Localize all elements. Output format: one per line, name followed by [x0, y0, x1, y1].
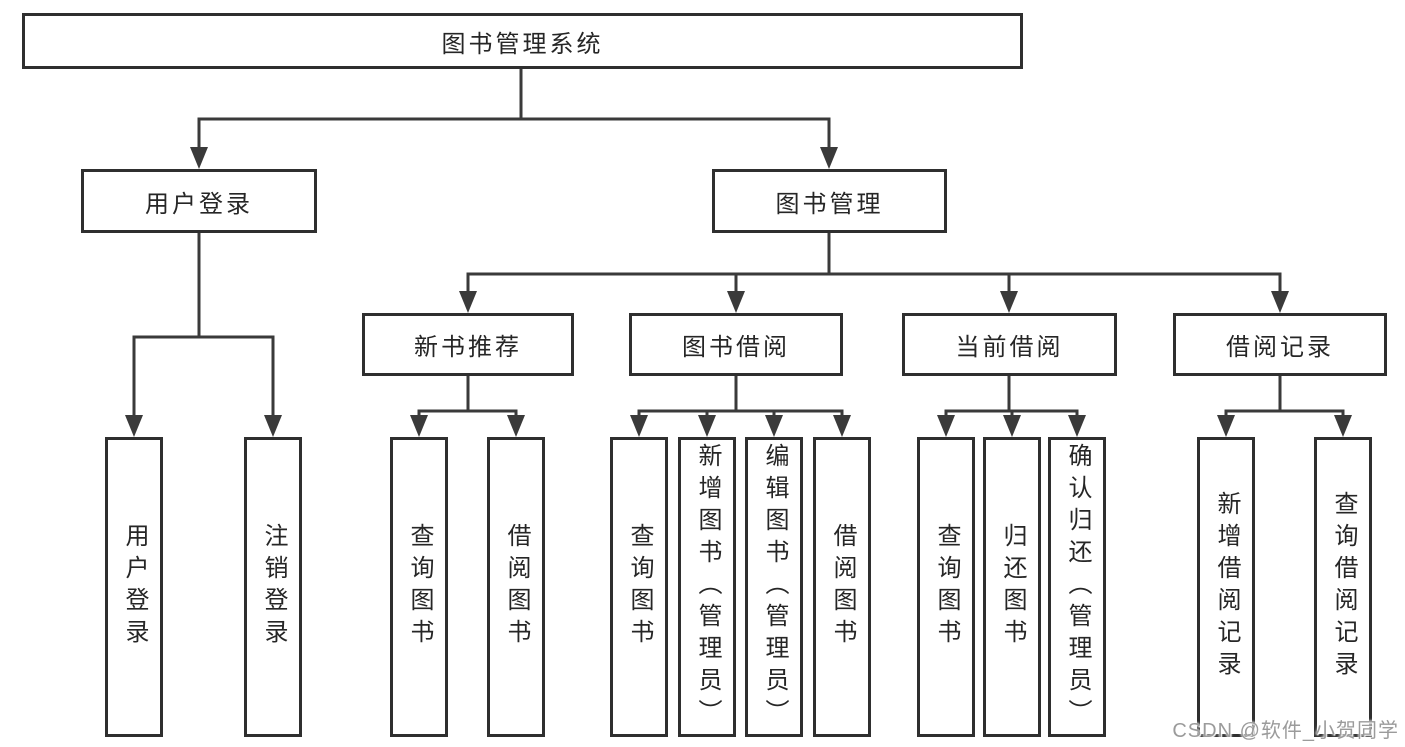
leaf-br-query-record: 查询借阅记录 — [1314, 437, 1372, 737]
leaf-bb-borrow-books: 借阅图书 — [813, 437, 871, 737]
leaf-label: 注销登录 — [260, 523, 287, 651]
node-user-login: 用户登录 — [81, 169, 317, 233]
node-borrowing-records: 借阅记录 — [1173, 313, 1387, 376]
node-new-book-recommend: 新书推荐 — [362, 313, 574, 376]
leaf-label: 借阅图书 — [829, 523, 856, 651]
leaf-bb-query-books: 查询图书 — [610, 437, 668, 737]
leaf-cb-query-books: 查询图书 — [917, 437, 975, 737]
leaf-user-login: 用户登录 — [105, 437, 163, 737]
node-book-management: 图书管理 — [712, 169, 947, 233]
node-current-borrowing: 当前借阅 — [902, 313, 1117, 376]
leaf-label: 查询图书 — [406, 523, 433, 651]
node-label: 图书管理 — [775, 190, 884, 218]
leaf-nbr-query-books: 查询图书 — [390, 437, 448, 737]
leaf-br-add-record: 新增借阅记录 — [1197, 437, 1255, 737]
arrowheads — [125, 147, 1352, 437]
node-label: 当前借阅 — [955, 334, 1064, 361]
csdn-watermark: CSDN @软件_小贺同学 — [1172, 720, 1399, 742]
leaf-bb-edit-books-admin: 编辑图书（管理员） — [745, 437, 803, 737]
leaf-cb-confirm-return-admin: 确认归还（管理员） — [1048, 437, 1106, 737]
leaf-label: 归还图书 — [999, 523, 1026, 651]
node-label: 图书借阅 — [682, 334, 790, 361]
node-label: 借阅记录 — [1226, 334, 1334, 361]
node-book-borrowing: 图书借阅 — [629, 313, 843, 376]
leaf-logout: 注销登录 — [244, 437, 302, 737]
leaf-cb-return-books: 归还图书 — [983, 437, 1041, 737]
leaf-label: 查询图书 — [933, 523, 960, 651]
leaf-label: 借阅图书 — [503, 523, 530, 651]
leaf-label: 新增图书（管理员） — [694, 443, 721, 731]
leaf-label: 查询图书 — [626, 523, 653, 651]
leaf-bb-add-books-admin: 新增图书（管理员） — [678, 437, 736, 737]
leaf-nbr-borrow-books: 借阅图书 — [487, 437, 545, 737]
node-label: 新书推荐 — [414, 334, 522, 361]
leaf-label: 查询借阅记录 — [1330, 491, 1357, 683]
node-system-root: 图书管理系统 — [22, 13, 1023, 69]
node-label: 用户登录 — [145, 190, 253, 218]
leaf-label: 编辑图书（管理员） — [761, 443, 788, 731]
leaf-label: 新增借阅记录 — [1213, 491, 1240, 683]
leaf-label: 确认归还（管理员） — [1064, 443, 1091, 731]
node-label: 图书管理系统 — [441, 30, 604, 58]
leaf-label: 用户登录 — [121, 523, 148, 651]
